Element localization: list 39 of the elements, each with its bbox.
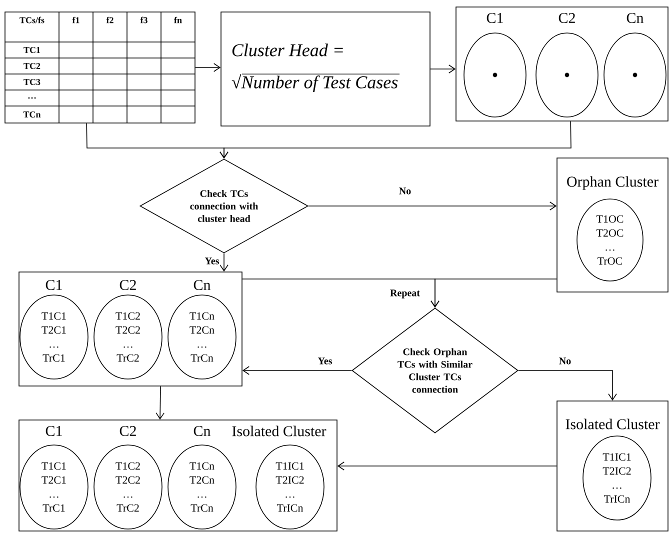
table-cell: f1: [72, 16, 80, 24]
node-label: C1: [486, 12, 503, 24]
node-label: Cn: [626, 12, 644, 24]
node-label: Cn: [194, 280, 211, 290]
arrow: [242, 366, 352, 375]
arrow: [337, 462, 557, 470]
arrow: [430, 64, 456, 74]
edge-label: Repeat: [389, 288, 421, 300]
node-label: Cn: [194, 426, 211, 436]
table-cell: f3: [140, 16, 148, 24]
cluster-box: [18, 420, 338, 532]
cluster-box: [456, 6, 668, 122]
node-label: C2: [120, 426, 136, 436]
arrow: [308, 202, 557, 210]
arrow: [220, 121, 572, 159]
table-cell: …: [28, 97, 36, 99]
arrow: [156, 386, 164, 420]
table-cell: TCs/fs: [20, 16, 44, 24]
node-label: C2: [120, 280, 136, 290]
edge-label: Yes: [316, 356, 334, 366]
cluster-box: [18, 272, 242, 386]
edge-label: No: [398, 186, 412, 196]
table-cell: TC3: [24, 78, 40, 86]
node-label: C1: [46, 426, 62, 436]
node-label: C2: [558, 12, 575, 24]
table-cell: fn: [174, 16, 182, 24]
edge-label: No: [558, 356, 572, 366]
arrow: [195, 63, 221, 72]
arrow: [430, 278, 557, 308]
arrow: [518, 370, 617, 401]
table-cell: f2: [106, 16, 114, 24]
edge-label: Yes: [204, 256, 220, 266]
table-cell: TCn: [23, 111, 41, 118]
node-label: C1: [46, 280, 62, 290]
arrow: [220, 253, 228, 272]
node-label: Isolated Cluster: [232, 426, 326, 436]
table-cell: TC1: [24, 46, 40, 54]
formula-box: Cluster Head = √Number of Test Cases: [220, 12, 430, 126]
table-cell: TC2: [24, 62, 40, 70]
